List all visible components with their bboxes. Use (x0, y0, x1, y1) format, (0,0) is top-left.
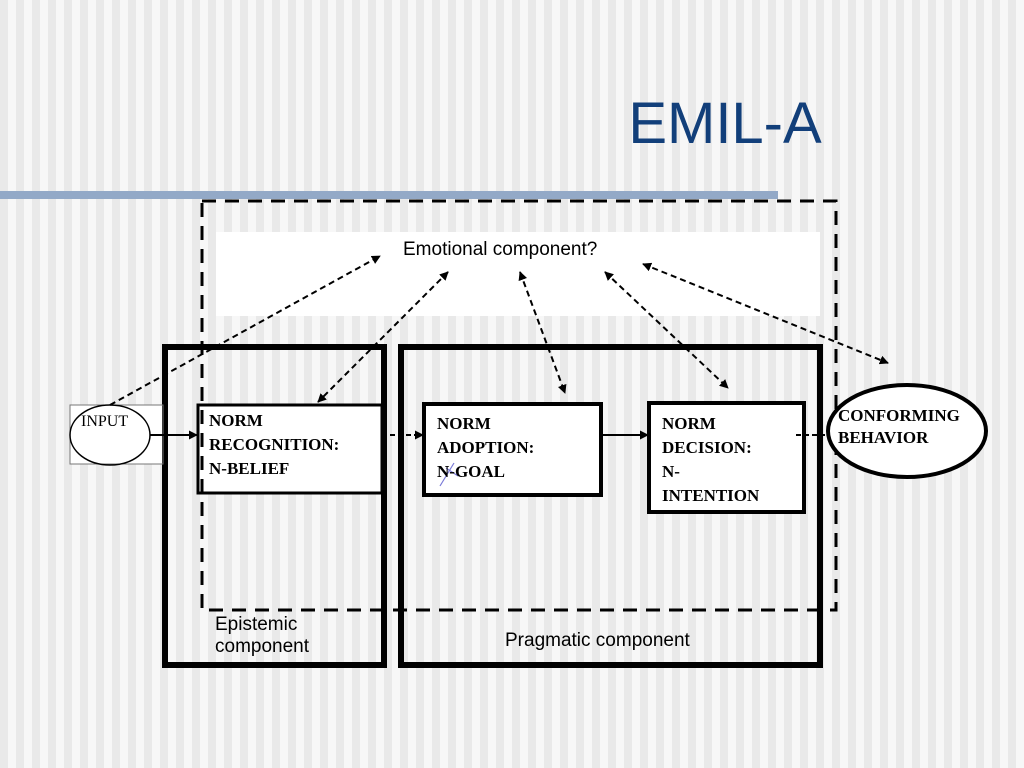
pragmatic-component-label: Pragmatic component (505, 630, 690, 651)
arrow-emotional-decision (604, 271, 729, 389)
decision-box-fill (649, 403, 804, 512)
slide-title: EMIL-A (628, 91, 822, 156)
recognition-line-3: N-BELIEF (209, 459, 290, 478)
conforming-line-2: BEHAVIOR (838, 428, 929, 447)
epistemic-component-label: Epistemic component (215, 614, 309, 658)
conforming-behavior-ellipse (826, 383, 988, 479)
adoption-line-1: NORM (437, 414, 491, 433)
pen-mark (439, 462, 459, 487)
emotional-component-label: Emotional component? (403, 239, 598, 260)
input-label: INPUT (81, 413, 129, 430)
adoption-line-2: ADOPTION: (437, 438, 535, 457)
conforming-line-1: CONFORMING (838, 406, 960, 425)
epistemic-component-box (162, 344, 387, 668)
dashed-container (200, 199, 838, 612)
arrow-emotional-adoption (518, 271, 567, 394)
input-box-fill (70, 405, 163, 464)
decision-line-2: DECISION: (662, 438, 752, 457)
decision-text: NORM DECISION: N- INTENTION (662, 412, 759, 508)
adoption-box-fill (424, 404, 601, 495)
decision-line-1: NORM (662, 414, 716, 433)
recognition-line-2: RECOGNITION: (209, 435, 340, 454)
epistemic-line-2: component (215, 636, 310, 657)
title-rule (0, 191, 778, 199)
norm-recognition-box (196, 403, 384, 495)
recognition-line-1: NORM (209, 411, 263, 430)
norm-adoption-box (422, 402, 603, 497)
recognition-text: NORM RECOGNITION: N-BELIEF (209, 409, 339, 481)
decision-line-4: INTENTION (662, 486, 760, 505)
arrow-emotional-conforming (642, 262, 889, 365)
adoption-line-3: N-GOAL (437, 462, 505, 481)
arrow-input-to-emotional (109, 255, 381, 406)
arrow-emotional-recognition (317, 271, 449, 403)
conforming-text: CONFORMING BEHAVIOR (838, 405, 960, 449)
adoption-text: NORM ADOPTION: N-GOAL (437, 412, 534, 484)
norm-decision-box (647, 401, 806, 514)
recognition-box-fill (198, 405, 382, 493)
epistemic-line-1: Epistemic (215, 614, 298, 635)
decision-line-3: N- (662, 462, 680, 481)
